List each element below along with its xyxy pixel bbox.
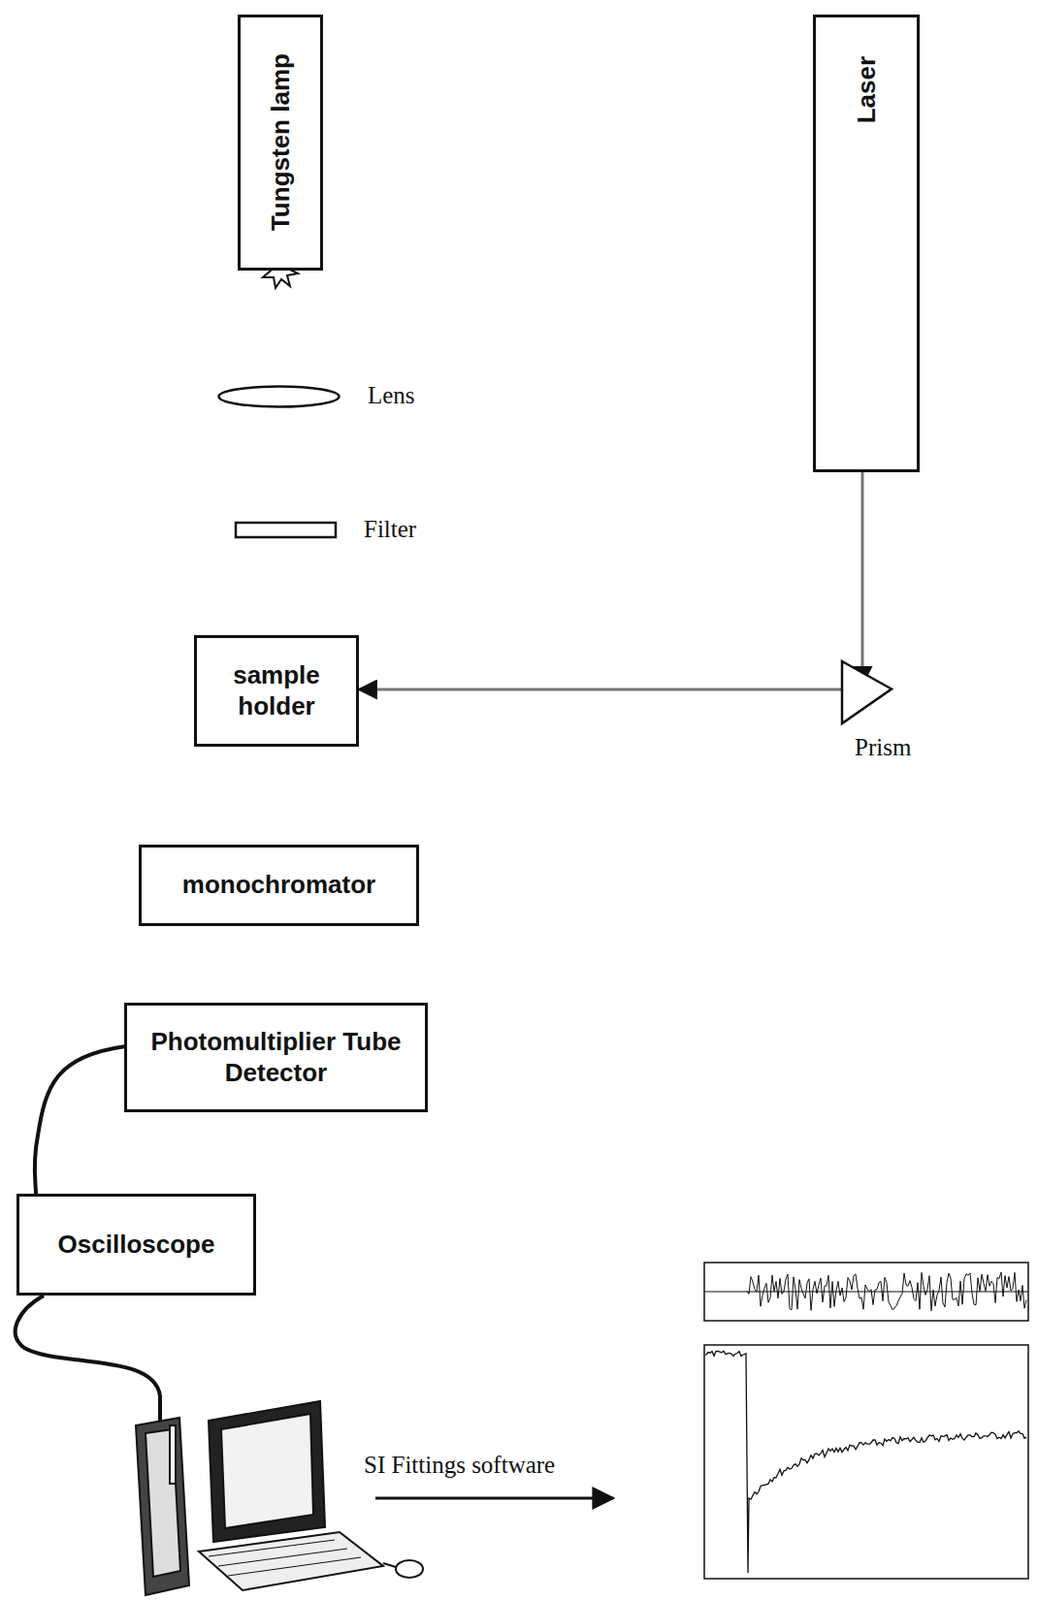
oscilloscope-box: Oscilloscope [16, 1194, 257, 1297]
lens-path [219, 387, 340, 408]
filter: Filter [234, 521, 337, 539]
beam-arrow [861, 472, 865, 685]
sample-holder-box: sample holder [194, 635, 359, 747]
prism-outline [839, 658, 895, 727]
lens: Lens [217, 385, 341, 409]
node-label: Laser [851, 56, 882, 124]
node-label: Filter [363, 516, 417, 544]
node-label: monochromator [182, 870, 376, 901]
node-label: sample holder [208, 660, 345, 721]
prism: Prism [839, 658, 895, 727]
cable [34, 1046, 125, 1195]
detector-box: Photomultiplier Tube Detector [124, 1003, 428, 1113]
node-label: Prism [854, 734, 911, 762]
beam-arrow [358, 688, 843, 692]
cable [15, 1296, 161, 1427]
node-label: Lens [367, 382, 416, 410]
node-label: Photomultiplier Tube Detector [150, 1027, 403, 1088]
arrow [375, 1497, 614, 1501]
laser-box: Laser [812, 14, 920, 473]
filter-path [235, 522, 336, 538]
lens-outline [217, 385, 341, 409]
software-label: SI Fittings software [363, 1452, 555, 1480]
fit-plot [704, 1263, 1029, 1580]
node-label: Tungsten lamp [264, 54, 295, 232]
filter-outline [234, 521, 337, 539]
monochromator-box: monochromator [138, 844, 420, 927]
node-label: Oscilloscope [58, 1230, 216, 1261]
lamp-box: Tungsten lamp [237, 14, 324, 271]
prism-path [842, 661, 892, 724]
